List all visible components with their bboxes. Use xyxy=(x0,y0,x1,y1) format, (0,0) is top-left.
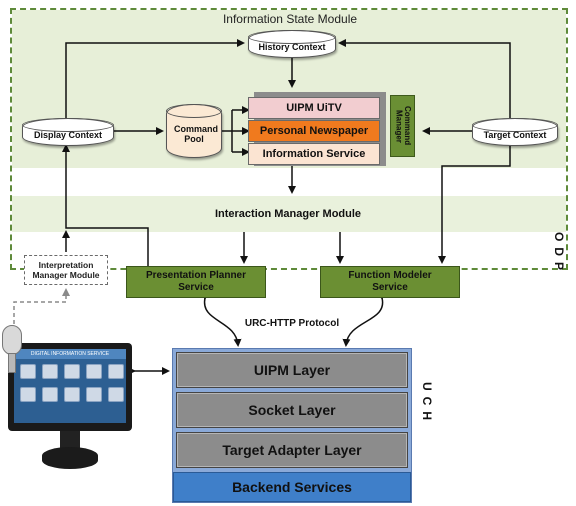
information-service-label: Information Service xyxy=(262,148,366,160)
odp-label: ODP xyxy=(552,232,566,277)
app-tile-icon xyxy=(108,364,124,379)
function-modeler-service-box: Function Modeler Service xyxy=(320,266,460,298)
app-tile-icon xyxy=(86,364,102,379)
target-adapter-layer-label: Target Adapter Layer xyxy=(222,442,362,458)
command-pool-label: Command Pool xyxy=(174,123,219,144)
monitor-base xyxy=(42,447,98,469)
app-tile-icon xyxy=(86,387,102,402)
urc-http-protocol-label: URC-HTTP Protocol xyxy=(244,318,340,329)
app-tile-icon xyxy=(64,387,80,402)
interpretation-manager-module-label: Interpretation Manager Module xyxy=(32,259,100,280)
app-tile-icon xyxy=(64,364,80,379)
display-context-label: Display Context xyxy=(33,129,102,140)
command-pool-db: Command Pool xyxy=(166,104,222,158)
command-manager-label: Command Manager xyxy=(394,106,412,146)
target-adapter-layer: Target Adapter Layer xyxy=(176,432,408,468)
history-context-db: History Context xyxy=(248,30,336,58)
target-context-label: Target Context xyxy=(483,129,547,140)
uipm-layer: UIPM Layer xyxy=(176,352,408,388)
history-context-label: History Context xyxy=(258,41,326,52)
interpretation-manager-module-box: Interpretation Manager Module xyxy=(24,255,108,285)
command-manager-box: Command Manager xyxy=(390,95,415,157)
uch-label: UCH xyxy=(420,382,434,426)
app-tile-icon xyxy=(20,387,36,402)
monitor-screen xyxy=(14,349,126,423)
app-tile-icon xyxy=(20,364,36,379)
microphone-stand xyxy=(8,353,16,373)
target-context-db: Target Context xyxy=(472,118,558,146)
microphone-icon xyxy=(2,325,22,355)
backend-services-label: Backend Services xyxy=(232,479,352,495)
personal-newspaper-box: Personal Newspaper xyxy=(248,120,380,142)
socket-layer: Socket Layer xyxy=(176,392,408,428)
information-service-box: Information Service xyxy=(248,143,380,165)
uipm-uitv-box: UIPM UiTV xyxy=(248,97,380,119)
display-context-db: Display Context xyxy=(22,118,114,146)
app-tile-icon xyxy=(42,387,58,402)
uipm-layer-label: UIPM Layer xyxy=(253,362,331,378)
app-tile-icon xyxy=(108,387,124,402)
interaction-manager-module-band xyxy=(12,196,566,232)
function-modeler-service-label: Function Modeler Service xyxy=(348,270,432,293)
socket-layer-label: Socket Layer xyxy=(248,402,336,418)
backend-services-box: Backend Services xyxy=(173,472,411,502)
monitor-app-tiles xyxy=(20,364,124,402)
presentation-planner-service-box: Presentation Planner Service xyxy=(126,266,266,298)
app-tile-icon xyxy=(42,364,58,379)
interaction-manager-module-title: Interaction Manager Module xyxy=(214,208,362,220)
information-state-module-title: Information State Module xyxy=(222,12,358,26)
uipm-uitv-label: UIPM UiTV xyxy=(286,102,342,114)
monitor-stand xyxy=(60,431,80,449)
personal-newspaper-label: Personal Newspaper xyxy=(259,125,369,137)
presentation-planner-service-label: Presentation Planner Service xyxy=(145,270,247,293)
monitor-screen-header: DIGITAL INFORMATION SERVICE xyxy=(14,349,126,359)
